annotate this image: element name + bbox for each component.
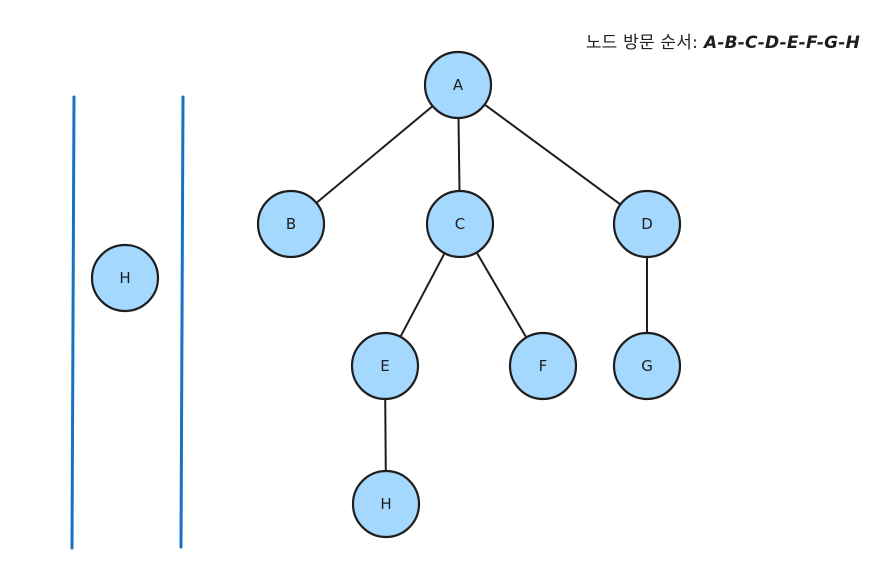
node-label: C xyxy=(455,215,465,233)
visit-order-caption: 노드 방문 순서:A-B-C-D-E-F-G-H xyxy=(586,28,860,53)
node-label: A xyxy=(453,76,464,94)
node-c: C xyxy=(425,189,495,259)
node-circle xyxy=(90,243,160,313)
node-d: D xyxy=(612,189,682,259)
node-circle xyxy=(612,189,682,259)
node-h: H xyxy=(351,469,421,539)
edge-a-c xyxy=(457,117,461,192)
caption-prefix: 노드 방문 순서: xyxy=(585,33,699,53)
node-circle xyxy=(351,469,421,539)
edge-c-f xyxy=(475,251,528,339)
nodes-layer: A B C D E F G H H xyxy=(90,50,682,539)
node-f: F xyxy=(508,331,578,401)
edge-a-b xyxy=(315,105,434,204)
node-h2: H xyxy=(90,243,160,313)
container-right-line xyxy=(179,95,185,549)
node-circle xyxy=(612,331,682,401)
node-label: F xyxy=(539,357,548,375)
container-left-line xyxy=(70,95,76,550)
node-label: E xyxy=(380,357,389,375)
edge-c-e xyxy=(399,252,446,338)
node-label: H xyxy=(380,495,391,513)
node-circle xyxy=(425,189,495,259)
node-a: A xyxy=(423,50,493,120)
edge-a-d xyxy=(483,103,622,206)
node-circle xyxy=(350,331,420,401)
node-e: E xyxy=(350,331,420,401)
caption-order: A-B-C-D-E-F-G-H xyxy=(704,33,860,53)
node-label: B xyxy=(286,215,296,233)
node-circle xyxy=(508,331,578,401)
node-circle xyxy=(256,189,326,259)
node-label: H xyxy=(119,269,130,287)
node-label: G xyxy=(641,357,653,375)
node-g: G xyxy=(612,331,682,401)
node-label: D xyxy=(641,215,653,233)
node-circle xyxy=(423,50,493,120)
node-b: B xyxy=(256,189,326,259)
edge-e-h xyxy=(384,398,387,472)
edges-layer xyxy=(315,103,648,472)
